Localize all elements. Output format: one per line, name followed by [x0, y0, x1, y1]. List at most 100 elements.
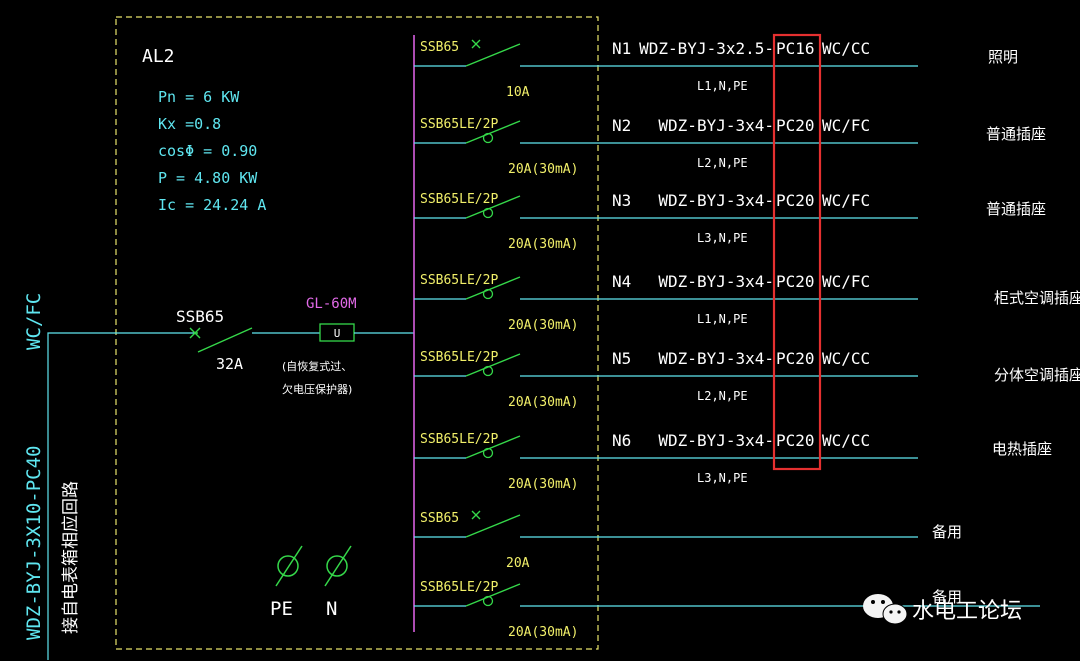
- laying-method: WC/CC: [822, 39, 870, 58]
- pipe-size: PC16: [776, 39, 815, 58]
- pipe-size: PC20: [776, 191, 815, 210]
- breaker-blade: [465, 43, 521, 67]
- breaker-model: SSB65LE/2P: [420, 117, 498, 132]
- circuit-id: N4: [612, 272, 631, 291]
- breaker-blade: [465, 583, 521, 607]
- phase-label: L2,N,PE: [697, 389, 748, 403]
- branch-circuit: SSB65LE/2P 20A(30mA) 备用: [414, 580, 1040, 640]
- main-breaker-model: SSB65: [176, 307, 224, 326]
- laying-method: WC/FC: [822, 272, 870, 291]
- cable-spec: WDZ-BYJ-3x4-: [658, 431, 774, 450]
- main-breaker: [189, 327, 320, 353]
- breaker-contact: [471, 39, 481, 49]
- breaker-blade: [465, 195, 521, 219]
- load-label: 照明: [988, 48, 1018, 66]
- panel-params: Pn = 6 KW Kx =0.8 cosΦ = 0.90 P = 4.80 K…: [158, 88, 266, 214]
- load-label: 电热插座: [992, 440, 1052, 458]
- branch-circuit: SSB65 20A 备用: [414, 510, 962, 571]
- breaker-model: SSB65LE/2P: [420, 432, 498, 447]
- breaker-blade: [465, 353, 521, 377]
- breaker-rating: 10A: [506, 85, 530, 100]
- incoming-feeder: [47, 332, 195, 660]
- rcd-contact: [482, 132, 494, 144]
- load-label: 普通插座: [986, 125, 1046, 143]
- param-cos: cosΦ = 0.90: [158, 142, 257, 160]
- breaker-model: SSB65LE/2P: [420, 580, 498, 595]
- param-kx: Kx =0.8: [158, 115, 221, 133]
- rcd-contact: [482, 288, 494, 300]
- n-label: N: [326, 598, 337, 620]
- watermark-text: 水电工论坛: [912, 599, 1022, 624]
- load-label: 柜式空调插座: [994, 289, 1080, 307]
- breaker-rating: 20A(30mA): [508, 477, 578, 492]
- breaker-blade: [465, 120, 521, 144]
- rcd-contact: [482, 207, 494, 219]
- pe-terminal: [275, 545, 303, 587]
- incoming-source-note: 接自电表箱相应回路: [61, 481, 81, 634]
- protector-symbol: U: [334, 327, 341, 340]
- pipe-size: PC20: [776, 116, 815, 135]
- circuit-id: N6: [612, 431, 631, 450]
- pipe-size: PC20: [776, 349, 815, 368]
- laying-method: WC/FC: [822, 191, 870, 210]
- branch-circuit: SSB65LE/2P 20A(30mA) N6 WDZ-BYJ-3x4-PC20 WC/…: [414, 431, 1052, 492]
- breaker-blade: [465, 276, 521, 300]
- pipe-size: PC20: [776, 272, 815, 291]
- load-label: 备用: [932, 588, 962, 606]
- param-pn: Pn = 6 KW: [158, 88, 240, 106]
- protector-note-1: (自恢复式过、: [282, 359, 352, 373]
- main-breaker-rating: 32A: [216, 355, 243, 373]
- laying-method: WC/FC: [822, 116, 870, 135]
- load-label: 备用: [932, 523, 962, 541]
- breaker-model: SSB65LE/2P: [420, 273, 498, 288]
- circuit-id: N1: [612, 39, 631, 58]
- branch-circuit: SSB65LE/2P 20A(30mA) N2 WDZ-BYJ-3x4-PC20 WC/…: [414, 116, 1046, 177]
- branch-circuit: SSB65LE/2P 20A(30mA) N4 WDZ-BYJ-3x4-PC20 WC/…: [414, 272, 1080, 333]
- circuit-id: N5: [612, 349, 631, 368]
- rcd-contact: [482, 365, 494, 377]
- protector-note-2: 欠电压保护器): [282, 382, 352, 396]
- breaker-rating: 20A(30mA): [508, 237, 578, 252]
- pipe-size: PC20: [776, 431, 815, 450]
- panel-name: AL2: [142, 46, 175, 67]
- param-p: P = 4.80 KW: [158, 169, 258, 187]
- load-label: 分体空调插座: [994, 366, 1080, 384]
- param-ic: Ic = 24.24 A: [158, 196, 266, 214]
- breaker-model: SSB65: [420, 511, 459, 526]
- rcd-contact: [482, 447, 494, 459]
- load-label: 普通插座: [986, 200, 1046, 218]
- breaker-rating: 20A(30mA): [508, 318, 578, 333]
- breaker-model: SSB65: [420, 40, 459, 55]
- phase-label: L1,N,PE: [697, 79, 748, 93]
- circuit-id: N2: [612, 116, 631, 135]
- phase-label: L2,N,PE: [697, 156, 748, 170]
- breaker-blade: [465, 514, 521, 538]
- cable-spec: WDZ-BYJ-3x2.5-: [639, 39, 774, 58]
- breaker-rating: 20A(30mA): [508, 395, 578, 410]
- breaker-blade: [465, 435, 521, 459]
- circuit-id: N3: [612, 191, 631, 210]
- phase-label: L1,N,PE: [697, 312, 748, 326]
- pipe-size-highlight: [772, 33, 822, 471]
- rcd-contact: [482, 595, 494, 607]
- breaker-rating: 20A(30mA): [508, 625, 578, 640]
- cable-spec: WDZ-BYJ-3x4-: [658, 272, 774, 291]
- laying-method: WC/CC: [822, 431, 870, 450]
- n-terminal: [324, 545, 352, 587]
- breaker-rating: 20A(30mA): [508, 162, 578, 177]
- breaker-model: SSB65LE/2P: [420, 350, 498, 365]
- phase-label: L3,N,PE: [697, 231, 748, 245]
- cable-spec: WDZ-BYJ-3x4-: [658, 191, 774, 210]
- laying-method: WC/CC: [822, 349, 870, 368]
- protector-model: GL-60M: [306, 296, 357, 312]
- breaker-rating: 20A: [506, 556, 530, 571]
- cable-spec: WDZ-BYJ-3x4-: [658, 116, 774, 135]
- branch-circuit: SSB65 10A N1 WDZ-BYJ-3x2.5-PC16 WC/CC L1,N,PE…: [414, 39, 1018, 100]
- breaker-contact: [471, 510, 481, 520]
- incoming-wire-spec: WDZ-BYJ-3X10-PC40: [23, 446, 45, 640]
- phase-label: L3,N,PE: [697, 471, 748, 485]
